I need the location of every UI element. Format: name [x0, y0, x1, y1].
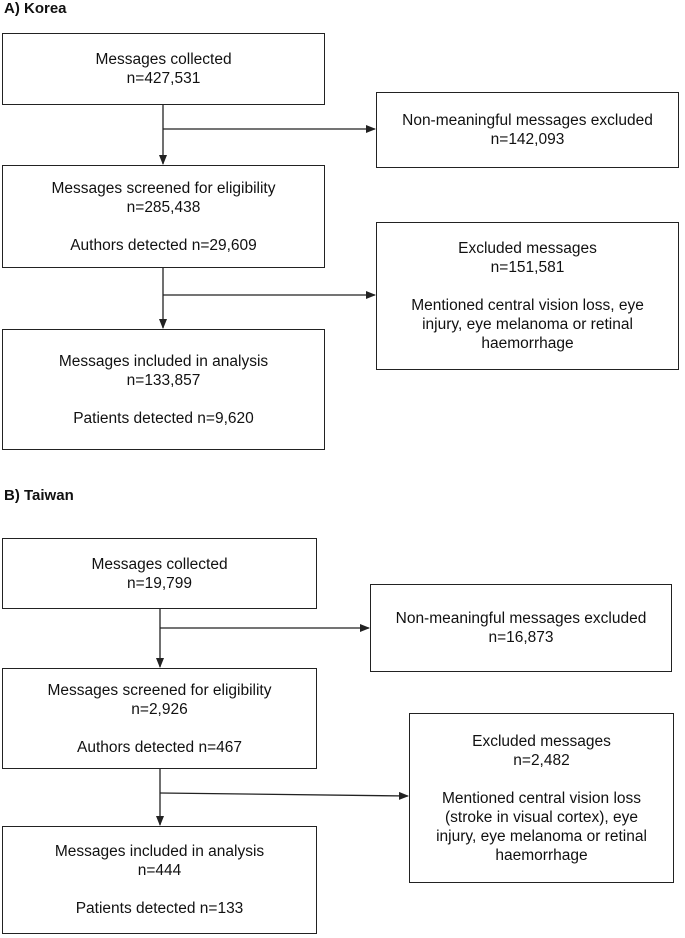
taiwan-excluded-box: Excluded messages n=2,482 Mentioned cent… — [409, 713, 674, 883]
box-count: n=142,093 — [490, 131, 565, 148]
box-authors: Authors detected n=467 — [76, 738, 243, 756]
box-reason-line: haemorrhage — [481, 335, 574, 352]
section-title-taiwan: B) Taiwan — [4, 487, 74, 504]
section-title-korea: A) Korea — [4, 0, 67, 17]
korea-included-box: Messages included in analysis n=133,857 … — [2, 329, 325, 450]
box-label: Excluded messages — [472, 732, 611, 750]
box-count: n=19,799 — [126, 574, 193, 592]
box-reason-line: injury, eye melanoma or retinal — [422, 316, 633, 333]
taiwan-arrow-to-excluded — [159, 791, 409, 800]
box-count: n=427,531 — [126, 70, 201, 87]
box-label: Messages collected — [91, 555, 228, 573]
box-label: Messages screened for eligibility — [51, 179, 276, 197]
box-patients: Patients detected n=9,620 — [73, 409, 254, 427]
taiwan-nonmeaningful-box: Non-meaningful messages excluded n=16,87… — [370, 584, 672, 672]
box-patients: Patients detected n=133 — [75, 900, 244, 917]
box-label: Excluded messages — [458, 240, 597, 257]
box-reason-line: Mentioned central vision loss — [441, 789, 642, 807]
box-reason-line: Mentioned central vision loss, eye — [411, 297, 644, 314]
box-count: n=16,873 — [488, 629, 554, 646]
box-authors: Authors detected n=29,609 — [70, 236, 257, 254]
taiwan-screened-box: Messages screened for eligibility n=2,92… — [2, 668, 317, 769]
box-label: Messages screened for eligibility — [47, 681, 272, 699]
box-count: n=285,438 — [126, 198, 201, 216]
box-reason-line: injury, eye melanoma or retinal — [436, 827, 647, 845]
box-count: n=2,482 — [513, 751, 570, 769]
box-count: n=151,581 — [490, 259, 565, 276]
box-reason-line: haemorrhage — [495, 846, 588, 864]
box-label: Messages collected — [95, 51, 232, 68]
box-count: n=444 — [137, 862, 182, 879]
korea-screened-box: Messages screened for eligibility n=285,… — [2, 165, 325, 268]
korea-nonmeaningful-box: Non-meaningful messages excluded n=142,0… — [376, 92, 679, 168]
box-label: Messages included in analysis — [58, 352, 269, 370]
box-count: n=2,926 — [131, 700, 188, 718]
korea-collected-box: Messages collected n=427,531 — [2, 33, 325, 105]
box-label: Non-meaningful messages excluded — [402, 112, 653, 129]
box-label: Non-meaningful messages excluded — [395, 610, 647, 627]
korea-excluded-box: Excluded messages n=151,581 Mentioned ce… — [376, 222, 679, 370]
taiwan-included-box: Messages included in analysis n=444 Pati… — [2, 826, 317, 934]
box-label: Messages included in analysis — [54, 843, 265, 860]
box-count: n=133,857 — [126, 371, 201, 389]
box-reason-line: (stroke in visual cortex), eye — [445, 808, 638, 826]
taiwan-collected-box: Messages collected n=19,799 — [2, 538, 317, 609]
